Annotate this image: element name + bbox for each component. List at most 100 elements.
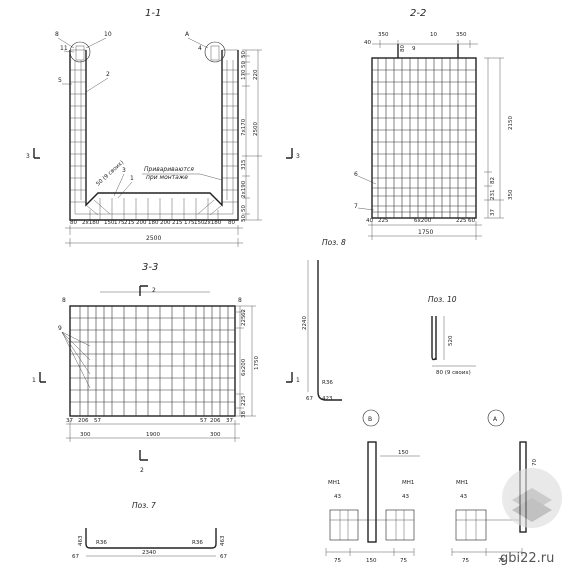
detail-b-title: В — [368, 416, 372, 423]
svg-text:150: 150 — [398, 450, 409, 456]
svg-text:2240: 2240 — [302, 316, 308, 330]
svg-text:150: 150 — [366, 558, 377, 564]
poz10-title: Поз. 10 — [428, 295, 457, 304]
svg-text:220: 220 — [253, 69, 259, 80]
svg-text:3: 3 — [296, 153, 300, 160]
note-line1: Привариваются — [144, 166, 194, 173]
callout-1: 1 — [130, 175, 134, 182]
section-2-2: 2-2 40 350 80 9 10 350 2150 82 350 231 3… — [354, 8, 514, 240]
callout-11: 11 — [60, 45, 68, 52]
callout-3: 3 — [122, 167, 126, 174]
svg-text:75: 75 — [462, 558, 469, 564]
svg-text:180: 180 — [148, 220, 159, 226]
svg-text:62: 62 — [241, 309, 247, 316]
svg-text:2х180: 2х180 — [204, 220, 222, 226]
svg-text:57: 57 — [200, 418, 207, 424]
cut-1-left: 1 — [32, 372, 46, 384]
svg-text:200: 200 — [136, 220, 147, 226]
s11-bottom-dims: 80 2х180 150 175 215 200 180 200 215 175… — [70, 220, 235, 226]
svg-text:2: 2 — [140, 467, 144, 474]
poz7-title: Поз. 7 — [132, 501, 156, 510]
callout-10: 10 — [104, 31, 112, 38]
poz-10: Поз. 10 520 80 (9 своих) — [428, 295, 476, 376]
detail-b-circle — [69, 41, 91, 63]
svg-text:2340: 2340 — [142, 550, 156, 556]
svg-text:67: 67 — [220, 554, 227, 560]
cut-3-left: 3 — [26, 148, 40, 160]
s33-callouts: 8 9 8 — [58, 297, 242, 332]
svg-text:1750: 1750 — [254, 356, 260, 370]
svg-text:463: 463 — [220, 535, 226, 546]
callout-5: 5 — [58, 77, 62, 84]
svg-text:170: 170 — [241, 69, 247, 80]
svg-text:3: 3 — [26, 153, 30, 160]
poz7-bar — [85, 528, 217, 549]
svg-text:350: 350 — [508, 189, 514, 200]
svg-text:7: 7 — [354, 203, 358, 210]
svg-text:50: 50 — [241, 61, 247, 68]
watermark-text: gbi22.ru — [500, 551, 554, 566]
svg-text:520: 520 — [448, 335, 454, 346]
svg-text:206: 206 — [210, 418, 221, 424]
svg-text:315: 315 — [241, 159, 247, 170]
svg-text:80: 80 — [400, 45, 406, 52]
svg-text:2х180: 2х180 — [82, 220, 100, 226]
s11-callouts: 8 11 10 A 4 5 2 3 1 — [55, 31, 202, 182]
svg-text:70: 70 — [532, 459, 538, 466]
s11-right-dims: 50 50 170 220 7х170 2500 315 2х190 50 50 — [241, 51, 259, 222]
svg-text:43: 43 — [334, 494, 341, 500]
detail-a-title: А — [493, 416, 498, 423]
svg-text:40: 40 — [364, 40, 371, 46]
poz8-title: Поз. 8 — [322, 238, 346, 247]
section-2-2-title: 2-2 — [410, 8, 426, 19]
cut-1-right: 1 — [286, 372, 300, 384]
svg-text:43: 43 — [460, 494, 467, 500]
svg-text:423: 423 — [322, 396, 333, 402]
callout-a: A — [185, 31, 190, 38]
svg-text:225: 225 — [456, 218, 467, 224]
svg-text:75: 75 — [498, 558, 505, 564]
svg-text:215: 215 — [172, 220, 183, 226]
section-3-3: 3-3 8 9 8 62 225 6х200 225 38 1750 37 20… — [32, 262, 300, 474]
svg-text:МН1: МН1 — [402, 480, 414, 486]
svg-text:37: 37 — [490, 209, 496, 216]
s22-bottom-dims: 40 225 6х200 225 60 — [366, 218, 475, 224]
svg-text:9: 9 — [58, 325, 62, 332]
svg-text:2: 2 — [152, 287, 156, 294]
svg-text:150: 150 — [194, 220, 205, 226]
svg-text:9: 9 — [412, 46, 416, 52]
svg-text:225: 225 — [241, 315, 247, 326]
svg-text:R36: R36 — [192, 540, 203, 546]
section-1-1-title: 1-1 — [145, 8, 161, 19]
s22-top-dims: 40 350 80 9 10 350 — [364, 32, 467, 52]
svg-text:1900: 1900 — [146, 432, 160, 438]
svg-text:8: 8 — [62, 297, 66, 304]
detail-a-circle — [204, 41, 226, 63]
s11-total: 2500 — [146, 235, 161, 242]
watermark-logo-icon — [502, 468, 562, 528]
s22-frame — [371, 57, 477, 219]
s33-mesh — [70, 306, 235, 416]
s22-total: 1750 — [418, 229, 433, 236]
section-1-1: 1-1 8 11 10 A 4 5 2 3 1 — [26, 8, 300, 247]
u-channel-outline — [69, 50, 239, 221]
cut-3-right: 3 — [286, 148, 300, 160]
s33-bottom-dims: 37 206 57 57 206 37 300 1900 300 — [66, 418, 233, 438]
right-wall-stirrups — [222, 69, 238, 203]
svg-text:7х170: 7х170 — [241, 118, 247, 136]
svg-text:6х200: 6х200 — [241, 358, 247, 376]
callout-4: 4 — [198, 45, 202, 52]
svg-text:463: 463 — [78, 535, 84, 546]
svg-text:150: 150 — [104, 220, 115, 226]
svg-text:67: 67 — [72, 554, 79, 560]
note-line2: при монтаже — [146, 174, 188, 181]
poz10-bar — [431, 316, 437, 361]
svg-text:175: 175 — [184, 220, 195, 226]
svg-text:2150: 2150 — [508, 116, 514, 130]
poz8-bar — [317, 260, 342, 401]
svg-text:1: 1 — [296, 377, 300, 384]
s22-right-dims: 2150 82 350 231 37 — [490, 116, 514, 216]
detail-b: В 150 МН1 МН1 43 43 75 150 75 — [325, 409, 420, 564]
svg-text:57: 57 — [94, 418, 101, 424]
